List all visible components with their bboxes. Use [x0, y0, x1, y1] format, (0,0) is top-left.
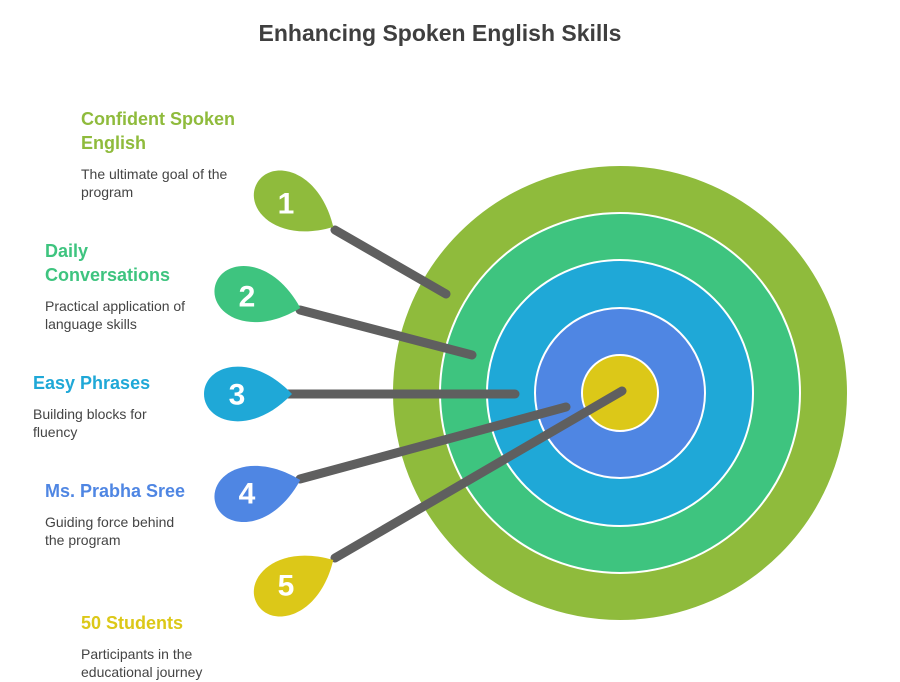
item-4: Ms. Prabha Sree Guiding force behind the… [45, 479, 195, 549]
dart-head-1 [253, 170, 334, 232]
dart-shaft-5 [330, 386, 627, 563]
dart-shaft-2 [295, 305, 477, 360]
item-4-description: Guiding force behind the program [45, 514, 175, 548]
item-5: 50 Students Participants in the educatio… [81, 611, 241, 681]
dart-head-4 [214, 465, 301, 522]
dart-2 [214, 266, 301, 323]
dart-number-4: 4 [239, 478, 256, 511]
item-5-description: Participants in the educational journey [81, 646, 203, 680]
dart-3 [204, 366, 292, 422]
item-2-description: Practical application of language skills [45, 298, 186, 332]
dart-number-5: 5 [278, 570, 295, 603]
dart-4 [214, 465, 301, 522]
dart-head-3 [204, 366, 292, 422]
dart-number-3: 3 [229, 379, 246, 412]
item-1: Confident Spoken English The ultimate go… [81, 107, 256, 201]
dart-1 [253, 170, 334, 232]
item-5-title: 50 Students [81, 613, 184, 633]
dart-5 [253, 555, 334, 617]
dart-head-2 [214, 266, 301, 323]
dart-number-1: 1 [278, 188, 295, 221]
dart-heads: 1 2 3 4 5 [204, 170, 334, 617]
item-2: Daily Conversations Practical applicatio… [45, 239, 210, 333]
item-3-description: Building blocks for fluency [33, 406, 147, 440]
dart-head-5 [253, 555, 334, 617]
page-title: Enhancing Spoken English Skills [258, 20, 622, 46]
item-3: Easy Phrases Building blocks for fluency [33, 371, 188, 441]
item-1-title: Confident Spoken English [81, 109, 235, 153]
item-3-title: Easy Phrases [33, 373, 151, 393]
item-2-title: Daily Conversations [45, 241, 171, 285]
item-4-title: Ms. Prabha Sree [45, 481, 186, 501]
dart-shaft-4 [295, 402, 571, 484]
dart-shaft-1 [330, 225, 451, 299]
dart-shafts [283, 225, 627, 563]
item-1-description: The ultimate goal of the program [81, 166, 228, 200]
dart-number-2: 2 [239, 281, 256, 314]
